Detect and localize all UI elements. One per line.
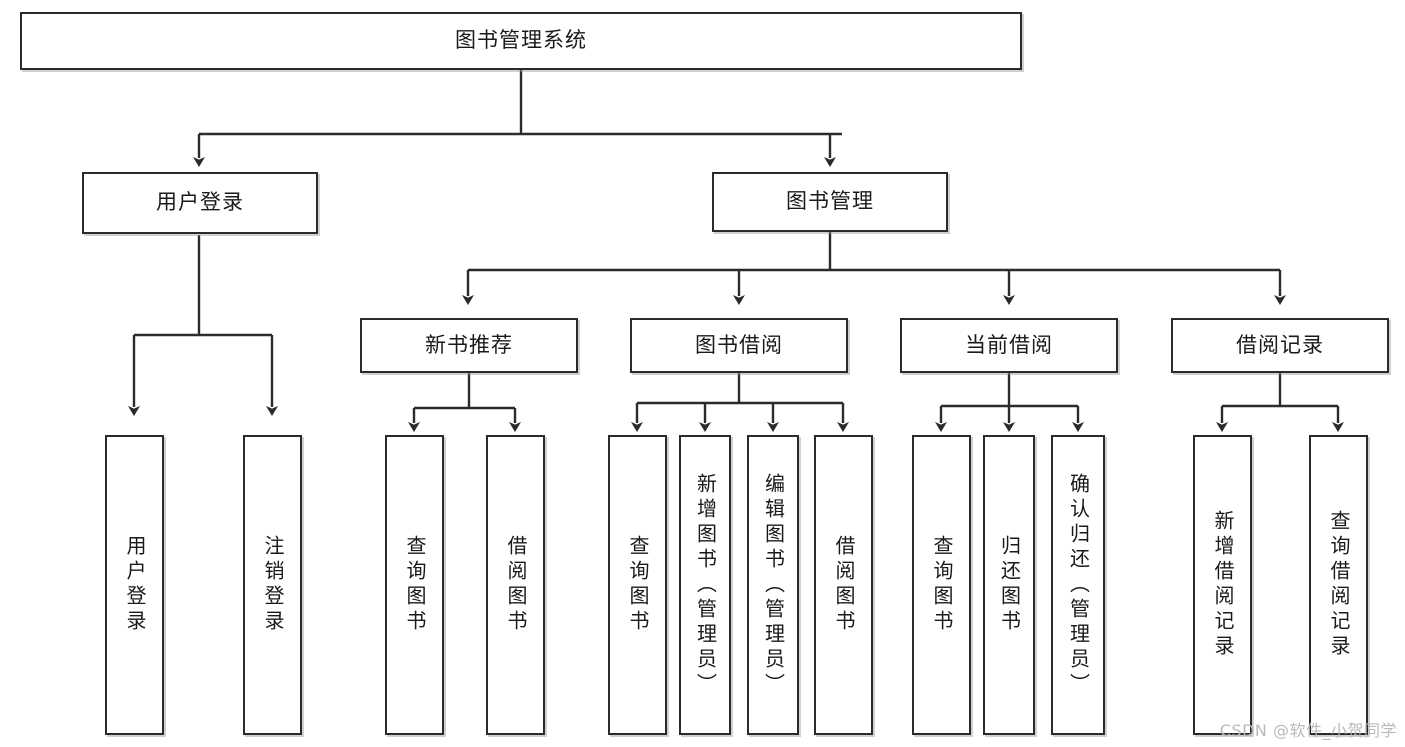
node-label: 图书管理 xyxy=(786,189,874,214)
node-root-book-management-system[interactable]: 图书管理系统 xyxy=(20,12,1022,70)
leaf-book-borrow-add-book-admin[interactable]: 新增图书（管理员） xyxy=(679,435,731,735)
node-label: 注销登录 xyxy=(261,535,285,635)
node-current-borrow[interactable]: 当前借阅 xyxy=(900,318,1118,373)
node-book-management[interactable]: 图书管理 xyxy=(712,172,948,232)
leaf-new-book-borrow-book[interactable]: 借阅图书 xyxy=(486,435,545,735)
node-label: 借阅图书 xyxy=(832,535,856,635)
leaf-new-book-query-book[interactable]: 查询图书 xyxy=(385,435,444,735)
node-borrow-record[interactable]: 借阅记录 xyxy=(1171,318,1389,373)
node-label: 当前借阅 xyxy=(965,332,1053,357)
node-label: 确认归还（管理员） xyxy=(1066,472,1091,698)
leaf-book-borrow-edit-book-admin[interactable]: 编辑图书（管理员） xyxy=(747,435,799,735)
node-book-borrow[interactable]: 图书借阅 xyxy=(630,318,848,373)
node-label: 新增借阅记录 xyxy=(1211,510,1235,660)
leaf-user-login-logout[interactable]: 注销登录 xyxy=(243,435,302,735)
node-user-login[interactable]: 用户登录 xyxy=(82,172,318,234)
node-label: 新增图书（管理员） xyxy=(693,472,718,698)
leaf-borrow-record-query-record[interactable]: 查询借阅记录 xyxy=(1309,435,1368,735)
leaf-book-borrow-borrow-book[interactable]: 借阅图书 xyxy=(814,435,873,735)
node-label: 查询借阅记录 xyxy=(1327,510,1351,660)
leaf-current-borrow-confirm-return-admin[interactable]: 确认归还（管理员） xyxy=(1051,435,1105,735)
node-label: 借阅图书 xyxy=(504,535,528,635)
node-label: 图书管理系统 xyxy=(455,28,587,53)
node-label: 借阅记录 xyxy=(1236,332,1324,357)
leaf-borrow-record-add-record[interactable]: 新增借阅记录 xyxy=(1193,435,1252,735)
watermark-text: CSDN @软件_小贺同学 xyxy=(1219,721,1397,740)
node-label: 查询图书 xyxy=(626,535,650,635)
leaf-current-borrow-query-book[interactable]: 查询图书 xyxy=(912,435,971,735)
node-label: 用户登录 xyxy=(123,535,147,635)
node-label: 查询图书 xyxy=(403,535,427,635)
node-label: 用户登录 xyxy=(156,190,244,215)
node-label: 查询图书 xyxy=(930,535,954,635)
node-label: 新书推荐 xyxy=(425,332,513,357)
node-label: 编辑图书（管理员） xyxy=(761,472,786,698)
leaf-current-borrow-return-book[interactable]: 归还图书 xyxy=(983,435,1035,735)
node-label: 图书借阅 xyxy=(695,332,783,357)
node-label: 归还图书 xyxy=(997,535,1022,635)
leaf-book-borrow-query-book[interactable]: 查询图书 xyxy=(608,435,667,735)
leaf-user-login-login[interactable]: 用户登录 xyxy=(105,435,164,735)
node-new-book-recommend[interactable]: 新书推荐 xyxy=(360,318,578,373)
